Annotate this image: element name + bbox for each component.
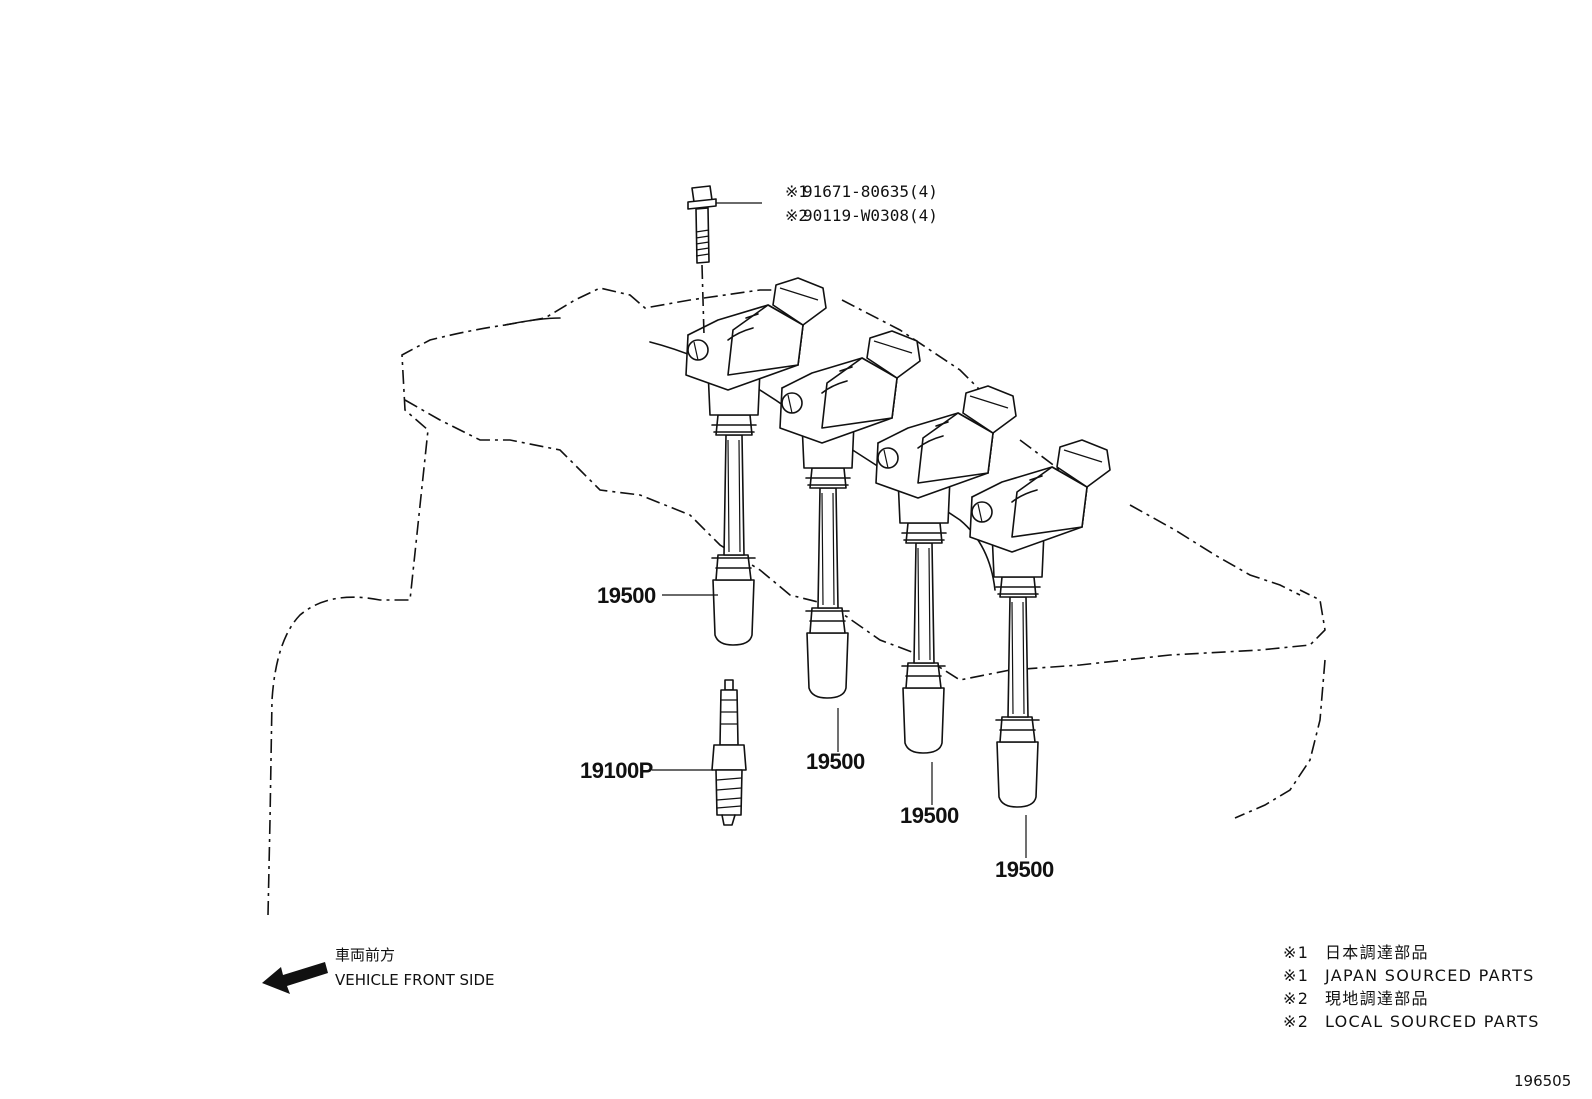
direction-jp: 車両前方 [335, 946, 395, 964]
bolt-callout-2-mark: ※2 [785, 206, 808, 225]
note-3-text: 現地調達部品 [1325, 989, 1429, 1008]
direction-en: VEHICLE FRONT SIDE [335, 971, 495, 989]
note-3-mark: ※2 [1283, 989, 1309, 1008]
front-arrow-icon [262, 962, 328, 994]
spark-plug-label: 19100P [580, 758, 653, 783]
note-1-mark: ※1 [1283, 943, 1309, 962]
coil-label-2: 19500 [806, 749, 865, 774]
note-4-mark: ※2 [1283, 1012, 1309, 1031]
note-1-text: 日本調達部品 [1325, 943, 1429, 962]
coil-label-1: 19500 [597, 583, 656, 608]
ignition-coil-4 [969, 439, 1111, 808]
figure-id: 196505 [1514, 1072, 1571, 1090]
note-2-text: JAPAN SOURCED PARTS [1324, 966, 1535, 985]
bolt-callout-1-mark: ※1 [785, 182, 808, 201]
coil-label-3: 19500 [900, 803, 959, 828]
note-2-mark: ※1 [1283, 966, 1309, 985]
leader-lines [652, 594, 1027, 858]
spark-plug-icon [711, 679, 747, 826]
bolt-callout-2-number: 90119-W0308(4) [803, 206, 938, 225]
bolt-callout-1-number: 91671-80635(4) [803, 182, 938, 201]
coil-label-4: 19500 [995, 857, 1054, 882]
note-4-text: LOCAL SOURCED PARTS [1325, 1012, 1540, 1031]
bolt-icon [687, 185, 762, 336]
